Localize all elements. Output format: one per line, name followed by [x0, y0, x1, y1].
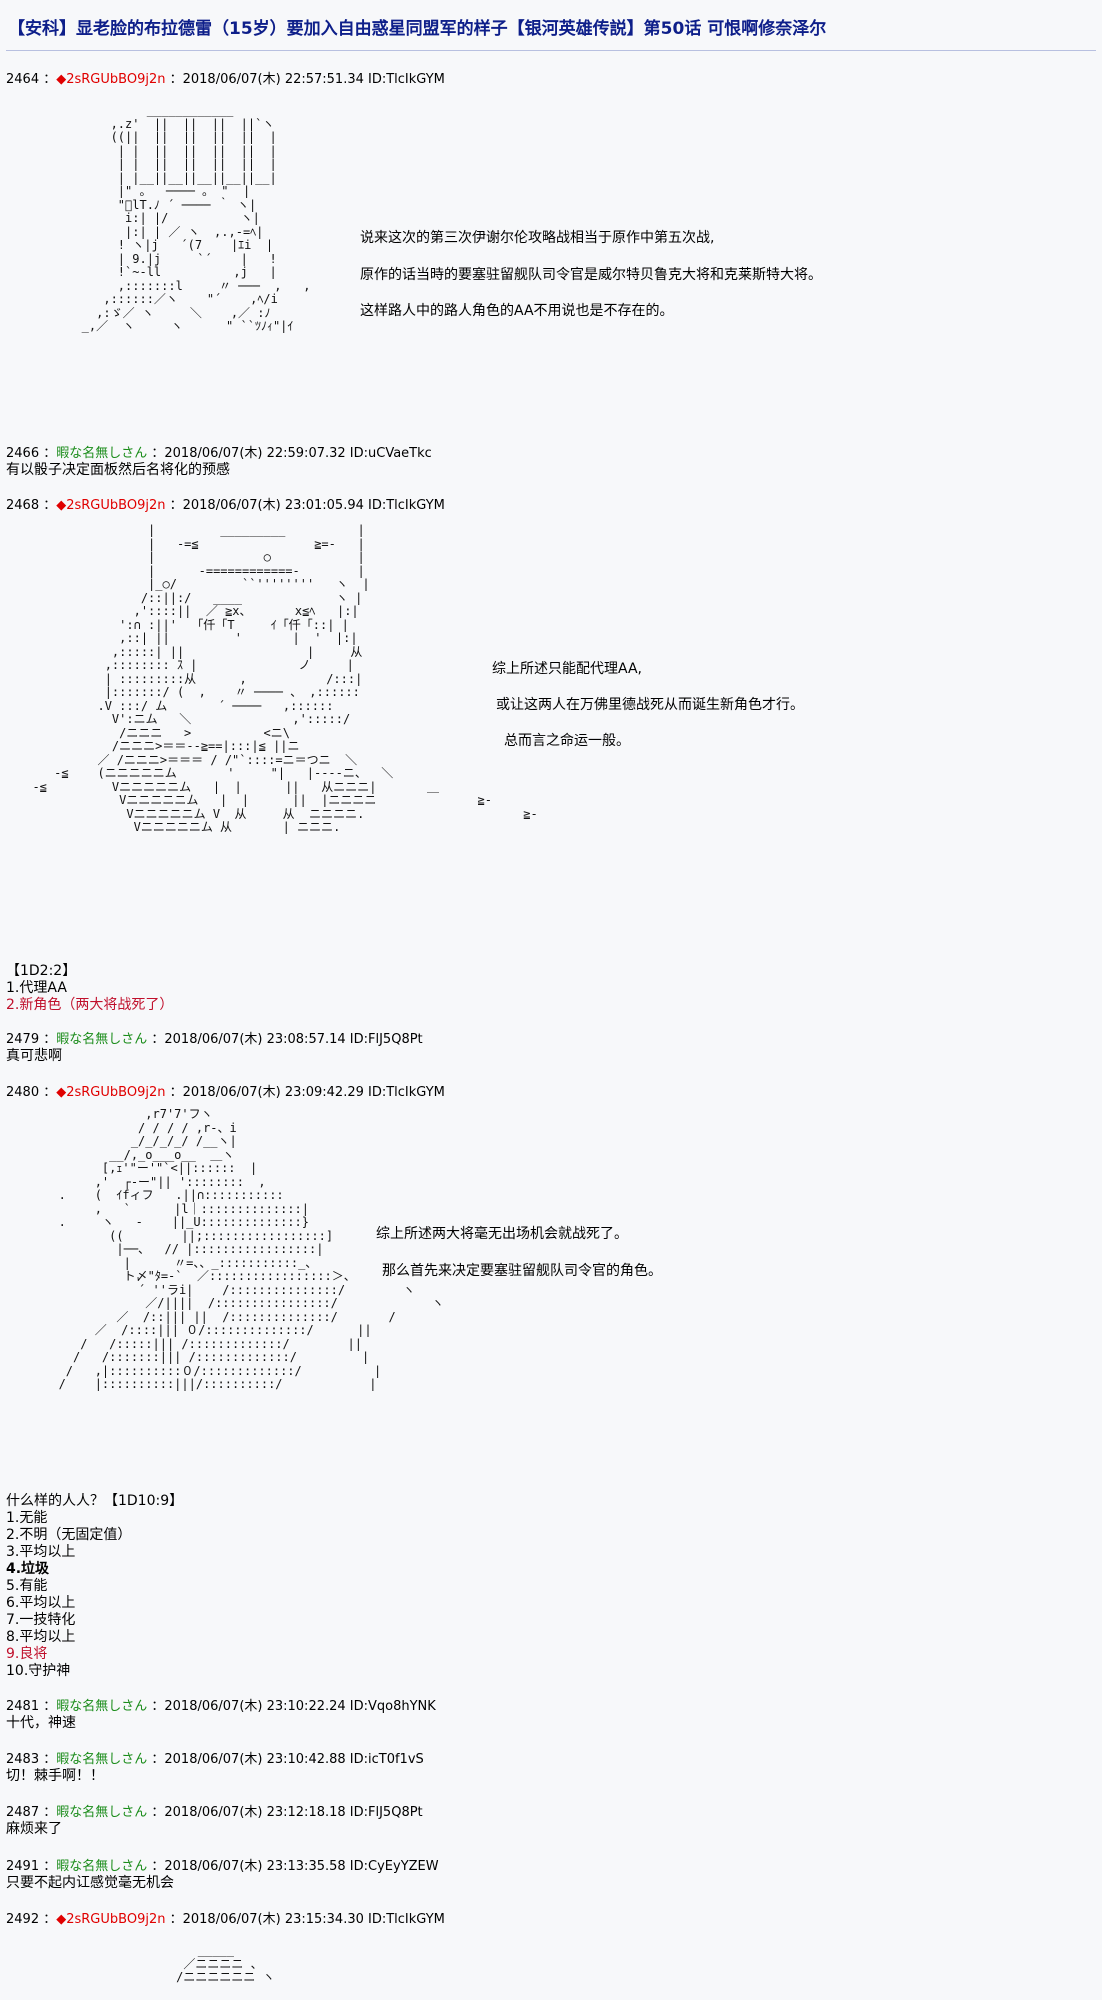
- title-divider: [6, 50, 1096, 51]
- post-body: 十代，神速: [6, 1715, 76, 1731]
- post-text: 综上所述两大将毫无出场机会就战死了。: [376, 1226, 628, 1242]
- poster-name: 暇な名無しさん: [56, 1752, 148, 1767]
- poster-name: ◆2sRGUbBO9j2n: [56, 1085, 166, 1100]
- poster-name: 暇な名無しさん: [56, 446, 148, 461]
- post-meta: 2018/06/07(木) 23:15:34.30 ID:TlcIkGYM: [182, 1912, 445, 1927]
- post-header: 2466 ：暇な名無しさん ：2018/06/07(木) 22:59:07.32…: [6, 446, 432, 461]
- post-header: 2468 ：◆2sRGUbBO9j2n ：2018/06/07(木) 23:01…: [6, 498, 445, 513]
- post-number[interactable]: 2468: [6, 498, 40, 513]
- post-text: 说来这次的第三次伊谢尔伦攻略战相当于原作中第五次战,: [360, 230, 715, 246]
- post-text: 那么首先来决定要塞驻留舰队司令官的角色。: [382, 1263, 662, 1279]
- ascii-art-commander: ,r7'7'フヽ / / / / ,r-、i _/_/_/_/ /__ヽ| __…: [58, 1107, 444, 1391]
- post-number[interactable]: 2466: [6, 446, 40, 461]
- dice-option-selected: 2.新角色（两大将战死了）: [6, 997, 174, 1013]
- post-meta: 2018/06/07(木) 22:59:07.32 ID:uCVaeTkc: [164, 446, 432, 461]
- post-meta: 2018/06/07(木) 23:13:35.58 ID:CyEyYZEW: [164, 1859, 439, 1874]
- post-text: 或让这两人在万佛里德战死从而诞生新角色才行。: [496, 697, 804, 713]
- post-meta: 2018/06/07(木) 23:10:22.24 ID:Vqo8hYNK: [164, 1699, 436, 1714]
- post-header: 2492 ：◆2sRGUbBO9j2n ：2018/06/07(木) 23:15…: [6, 1912, 445, 1927]
- poster-name: ◆2sRGUbBO9j2n: [56, 498, 166, 513]
- post-number[interactable]: 2464: [6, 72, 40, 87]
- post-body: 麻烦来了: [6, 1821, 62, 1837]
- post-text: 总而言之命运一般。: [504, 733, 630, 749]
- post-meta: 2018/06/07(木) 22:57:51.34 ID:TlcIkGYM: [182, 72, 445, 87]
- dice-option: 1.代理AA: [6, 980, 67, 996]
- post-body: 真可悲啊: [6, 1048, 62, 1064]
- post-meta: 2018/06/07(木) 23:09:42.29 ID:TlcIkGYM: [182, 1085, 445, 1100]
- dice-option: 7.一技特化: [6, 1612, 76, 1628]
- post-body: 切！棘手啊！！: [6, 1768, 104, 1784]
- poster-name: 暇な名無しさん: [56, 1859, 148, 1874]
- dice-result-header: 【1D2:2】: [6, 963, 77, 979]
- ascii-art-officer: | _________ | | -=≦ ≧=- | | ○ | | -=====…: [32, 523, 538, 834]
- poster-name: ◆2sRGUbBO9j2n: [56, 72, 166, 87]
- post-text: 这样路人中的路人角色的AA不用说也是不存在的。: [360, 303, 674, 319]
- post-body: 有以骰子决定面板然后名将化的预感: [6, 462, 230, 478]
- post-header: 2464 ：◆2sRGUbBO9j2n ：2018/06/07(木) 22:57…: [6, 72, 445, 87]
- dice-option: 5.有能: [6, 1578, 48, 1594]
- poster-name: ◆2sRGUbBO9j2n: [56, 1912, 166, 1927]
- post-meta: 2018/06/07(木) 23:01:05.94 ID:TlcIkGYM: [182, 498, 445, 513]
- dice-option: 3.平均以上: [6, 1544, 76, 1560]
- post-text: 原作的话当時的要塞驻留舰队司令官是威尔特贝鲁克大将和克莱斯特大将。: [360, 267, 822, 283]
- post-header: 2483 ：暇な名無しさん ：2018/06/07(木) 23:10:42.88…: [6, 1752, 424, 1767]
- ascii-art-partial: _____ ／ニニニニ 、 /ニニニニニニ ヽ: [176, 1943, 275, 1984]
- post-meta: 2018/06/07(木) 23:12:18.18 ID:FlJ5Q8Pt: [164, 1805, 423, 1820]
- post-number[interactable]: 2492: [6, 1912, 40, 1927]
- post-number[interactable]: 2487: [6, 1805, 40, 1820]
- post-number[interactable]: 2483: [6, 1752, 40, 1767]
- post-header: 2487 ：暇な名無しさん ：2018/06/07(木) 23:12:18.18…: [6, 1805, 423, 1820]
- page-title: 【安科】显老脸的布拉德雷（15岁）要加入自由惑星同盟军的样子【银河英雄传説】第5…: [8, 19, 827, 39]
- post-header: 2479 ：暇な名無しさん ：2018/06/07(木) 23:08:57.14…: [6, 1032, 423, 1047]
- post-text: 综上所述只能配代理AA,: [492, 661, 642, 677]
- dice-option: 4.垃圾: [6, 1561, 50, 1577]
- post-number[interactable]: 2491: [6, 1859, 40, 1874]
- post-header: 2491 ：暇な名無しさん ：2018/06/07(木) 23:13:35.58…: [6, 1859, 439, 1874]
- poster-name: 暇な名無しさん: [56, 1032, 148, 1047]
- dice-option-selected: 9.良将: [6, 1646, 48, 1662]
- dice-option: 10.守护神: [6, 1663, 71, 1679]
- dice-option: 8.平均以上: [6, 1629, 76, 1645]
- post-header: 2481 ：暇な名無しさん ：2018/06/07(木) 23:10:22.24…: [6, 1699, 436, 1714]
- dice-result-header: 什么样的人人？【1D10:9】: [6, 1493, 184, 1509]
- post-body: 只要不起内讧感觉毫无机会: [6, 1875, 174, 1891]
- dice-option: 6.平均以上: [6, 1595, 76, 1611]
- post-number[interactable]: 2481: [6, 1699, 40, 1714]
- post-meta: 2018/06/07(木) 23:08:57.14 ID:FlJ5Q8Pt: [164, 1032, 423, 1047]
- poster-name: 暇な名無しさん: [56, 1699, 148, 1714]
- dice-option: 2.不明（无固定值）: [6, 1527, 132, 1543]
- dice-option: 1.无能: [6, 1510, 48, 1526]
- post-header: 2480 ：◆2sRGUbBO9j2n ：2018/06/07(木) 23:09…: [6, 1085, 445, 1100]
- post-number[interactable]: 2480: [6, 1085, 40, 1100]
- poster-name: 暇な名無しさん: [56, 1805, 148, 1820]
- post-number[interactable]: 2479: [6, 1032, 40, 1047]
- post-meta: 2018/06/07(木) 23:10:42.88 ID:icT0f1vS: [164, 1752, 424, 1767]
- ascii-art-bradley: ____________ ,.z' || || || ||`ヽ ((|| || …: [81, 103, 311, 333]
